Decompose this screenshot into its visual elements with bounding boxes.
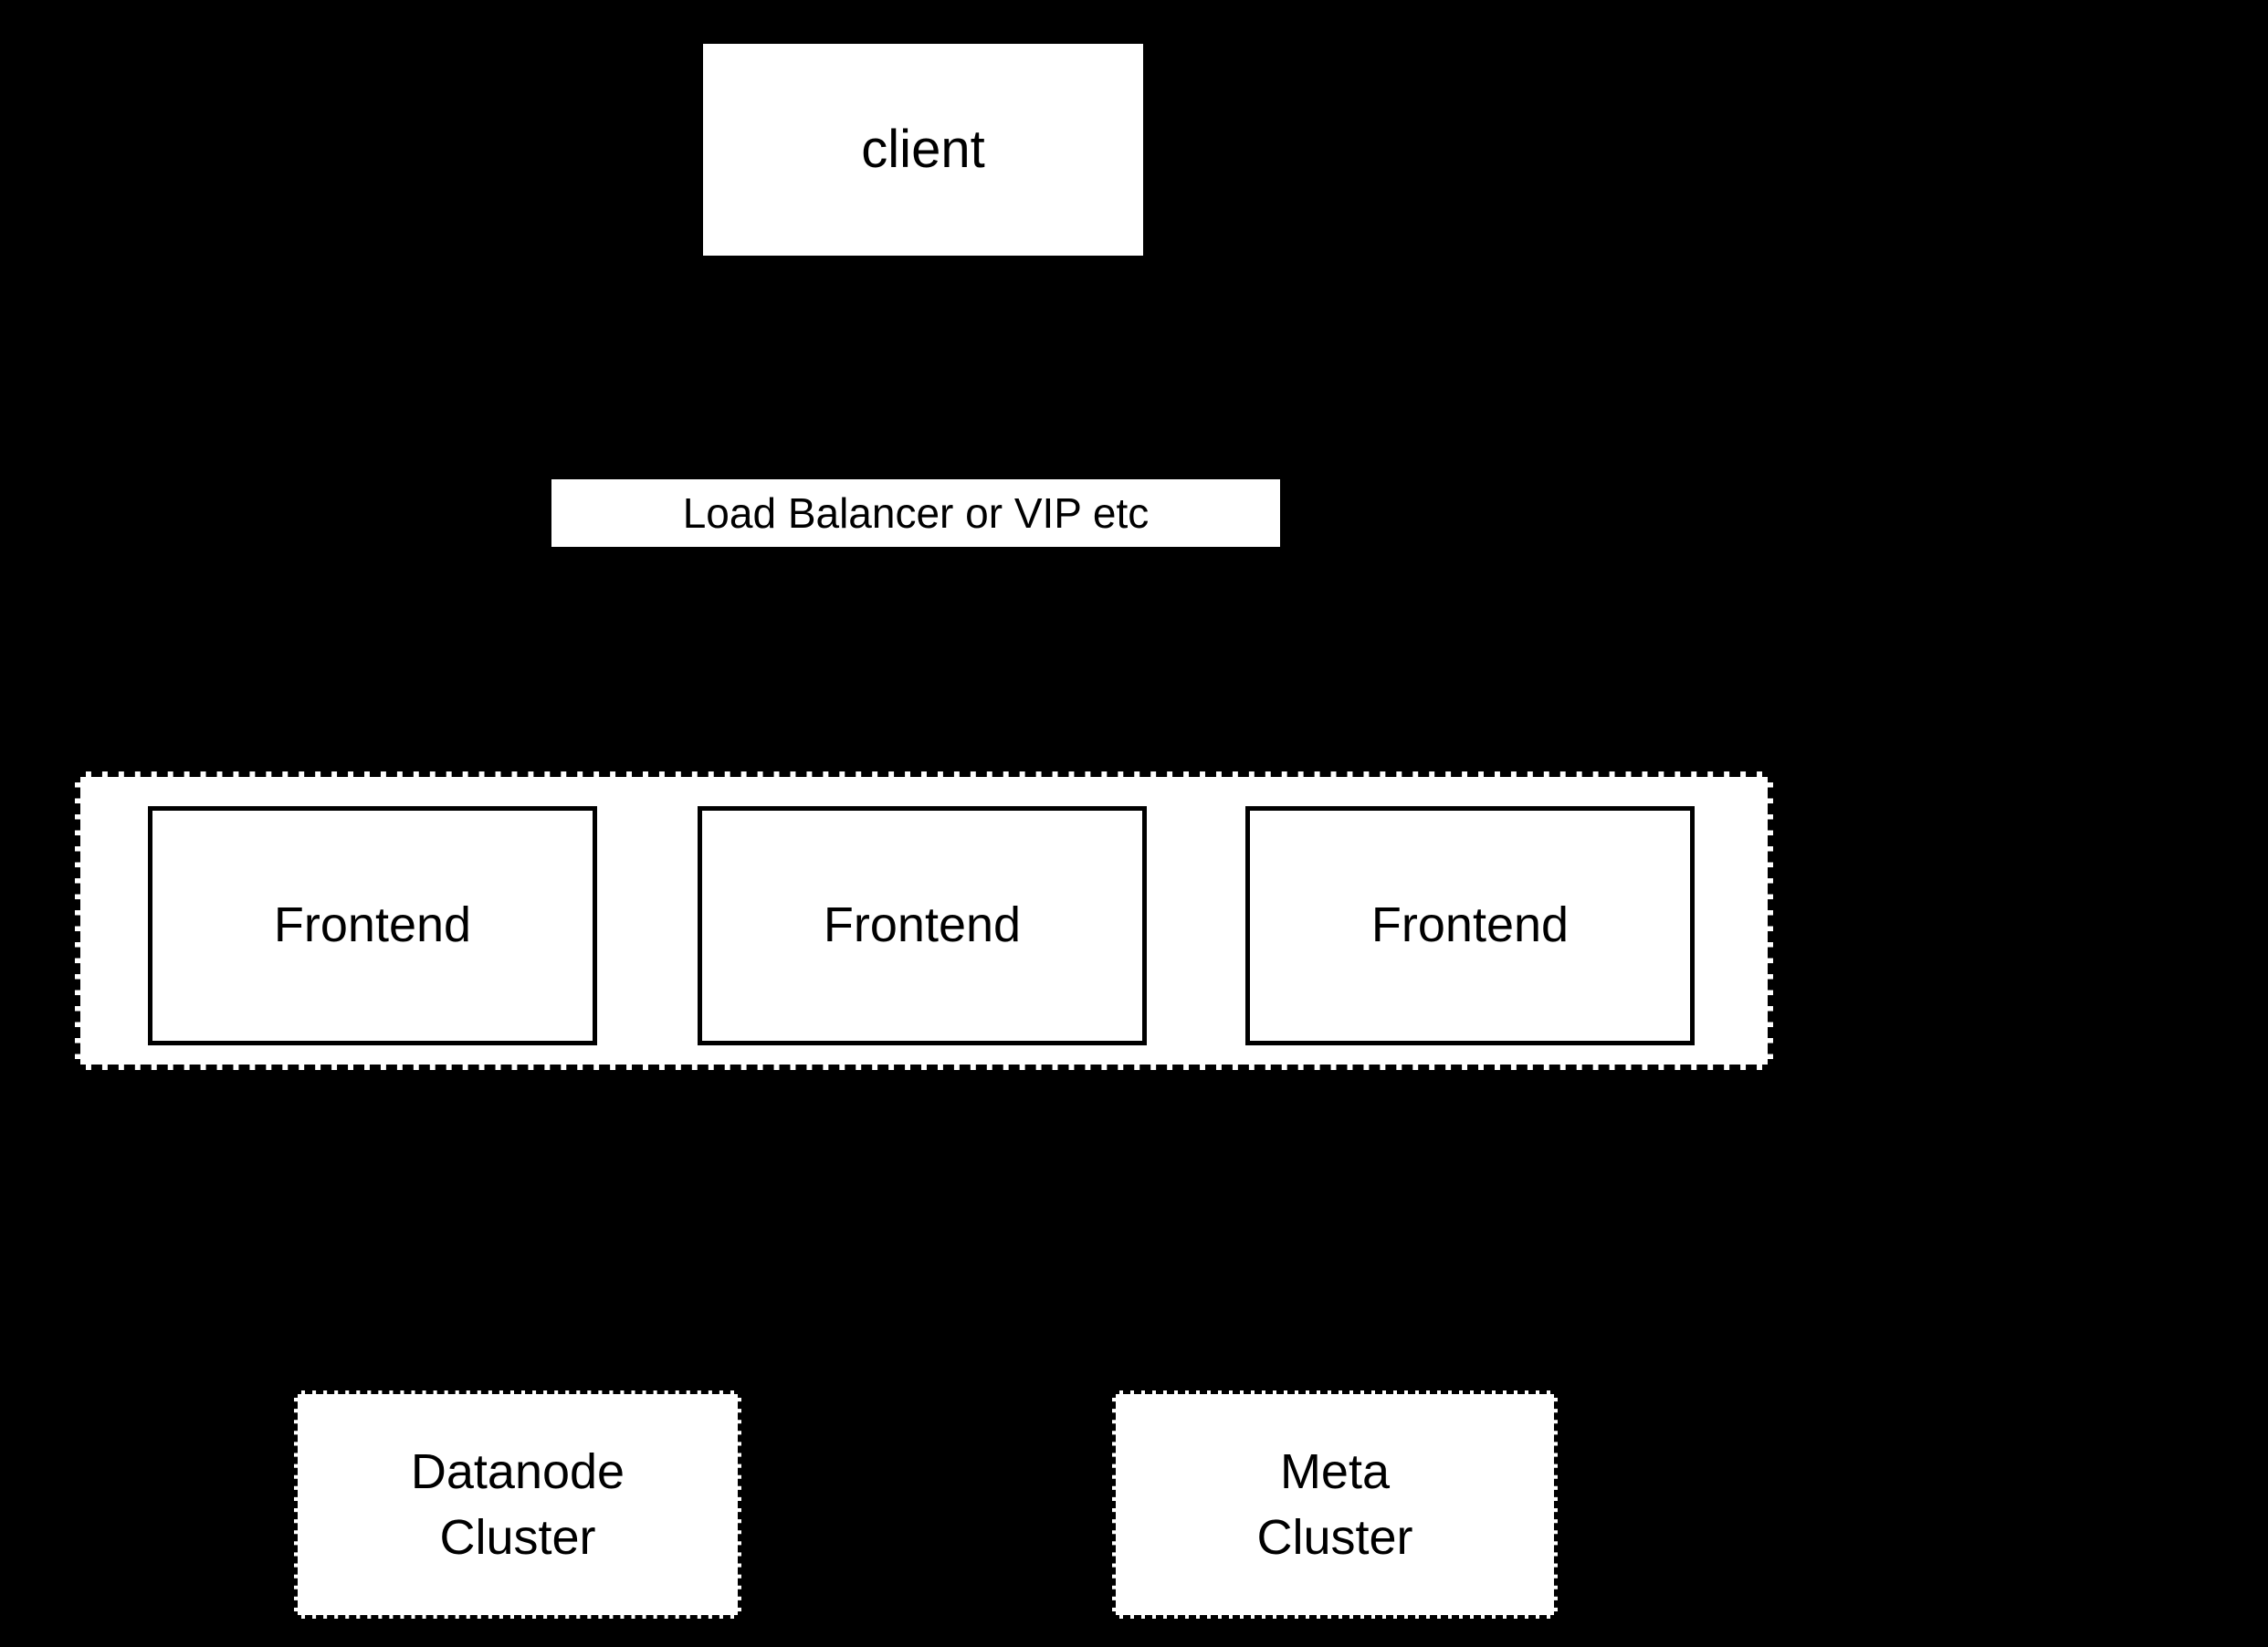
node-meta-cluster[interactable]: Meta Cluster bbox=[1112, 1390, 1558, 1619]
node-frontend-3[interactable]: Frontend bbox=[1245, 806, 1695, 1045]
node-client-label: client bbox=[861, 119, 985, 179]
node-frontend-2-label: Frontend bbox=[823, 897, 1022, 953]
node-frontend-2[interactable]: Frontend bbox=[698, 806, 1147, 1045]
node-frontend-1[interactable]: Frontend bbox=[148, 806, 597, 1045]
node-meta-cluster-label: Meta Cluster bbox=[1256, 1443, 1413, 1565]
node-datanode-cluster-label: Datanode Cluster bbox=[410, 1443, 625, 1565]
node-load-balancer[interactable]: Load Balancer or VIP etc bbox=[551, 479, 1280, 547]
node-client[interactable]: client bbox=[703, 44, 1143, 256]
node-load-balancer-label: Load Balancer or VIP etc bbox=[682, 488, 1150, 537]
node-frontend-1-label: Frontend bbox=[273, 897, 472, 953]
node-frontend-3-label: Frontend bbox=[1370, 897, 1570, 953]
node-datanode-cluster[interactable]: Datanode Cluster bbox=[294, 1390, 741, 1619]
node-frontend-group[interactable]: Frontend Frontend Frontend bbox=[75, 771, 1773, 1070]
